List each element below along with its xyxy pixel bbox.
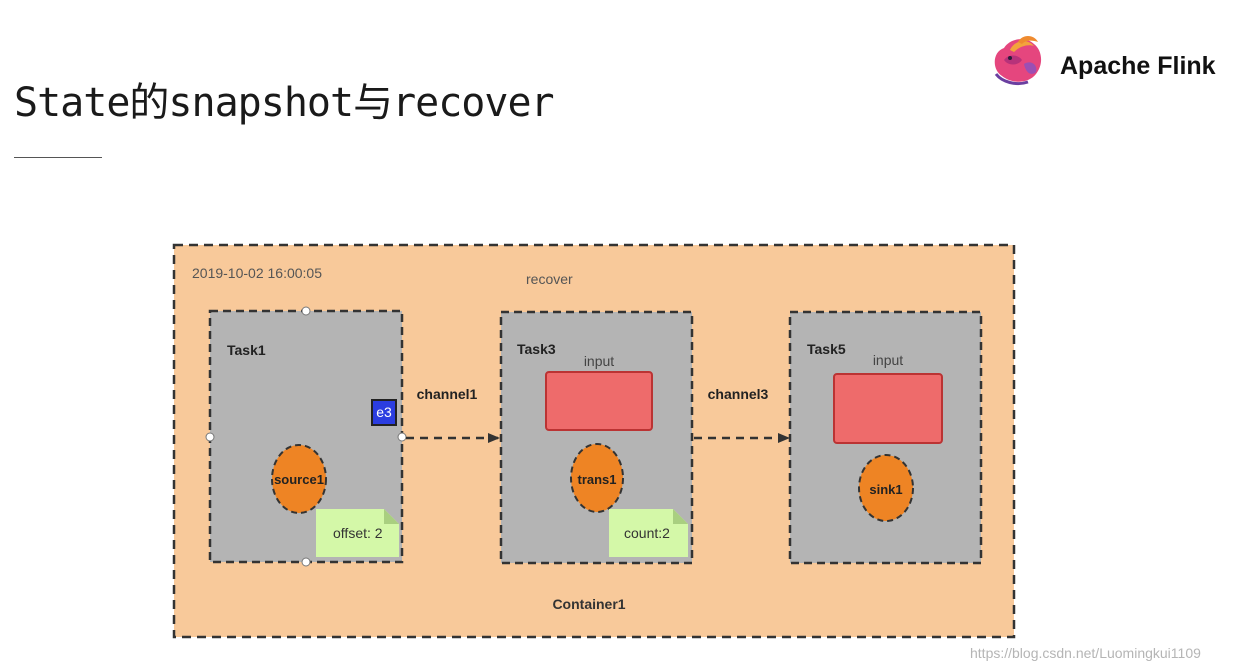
trans1-label: trans1 xyxy=(577,472,616,487)
task3-label: Task3 xyxy=(517,341,556,357)
task1-label: Task1 xyxy=(227,342,266,358)
e3-label: e3 xyxy=(376,404,392,420)
count-state-label: count:2 xyxy=(624,525,670,541)
resize-handle-bottom[interactable] xyxy=(301,557,311,567)
channel3-label: channel3 xyxy=(708,386,769,402)
count-state-note[interactable] xyxy=(609,509,688,557)
offset-state-note[interactable] xyxy=(316,509,399,557)
task5-input-label: input xyxy=(873,352,903,368)
logo-text: Apache Flink xyxy=(1060,52,1216,80)
slide-title: State的snapshot与recover xyxy=(14,80,555,126)
container-timestamp: 2019-10-02 16:00:05 xyxy=(192,265,322,281)
e3-event-marker[interactable] xyxy=(371,399,397,426)
task5-label: Task5 xyxy=(807,341,846,357)
source1-label: source1 xyxy=(274,472,324,487)
sink1-label: sink1 xyxy=(869,482,902,497)
watermark: https://blog.csdn.net/Luomingkui1109 xyxy=(970,645,1201,661)
task1-box[interactable]: Task1 source1 e3 offset: 2 xyxy=(208,309,404,564)
note-fold-icon xyxy=(673,509,688,524)
resize-handle-left[interactable] xyxy=(205,432,215,442)
apache-flink-logo: Apache Flink xyxy=(988,30,1234,90)
sink1-operator[interactable] xyxy=(858,454,914,522)
container-mode-label: recover xyxy=(526,271,573,287)
trans1-operator[interactable] xyxy=(570,443,624,513)
container-name: Container1 xyxy=(552,596,625,612)
source1-operator[interactable] xyxy=(271,444,327,514)
task5-box[interactable]: Task5 input sink1 xyxy=(788,310,983,565)
title-underline xyxy=(14,157,102,158)
resize-handle-top[interactable] xyxy=(301,306,311,316)
note-fold-icon xyxy=(384,509,399,524)
task3-input-label: input xyxy=(584,353,614,369)
task3-box[interactable]: Task3 input trans1 count:2 xyxy=(499,310,694,565)
flink-squirrel-icon xyxy=(994,36,1042,86)
task5-input-buffer[interactable] xyxy=(833,373,943,444)
channel1-label: channel1 xyxy=(417,386,478,402)
task3-input-buffer[interactable] xyxy=(545,371,653,431)
resize-handle-right[interactable] xyxy=(397,432,407,442)
offset-state-label: offset: 2 xyxy=(333,525,383,541)
